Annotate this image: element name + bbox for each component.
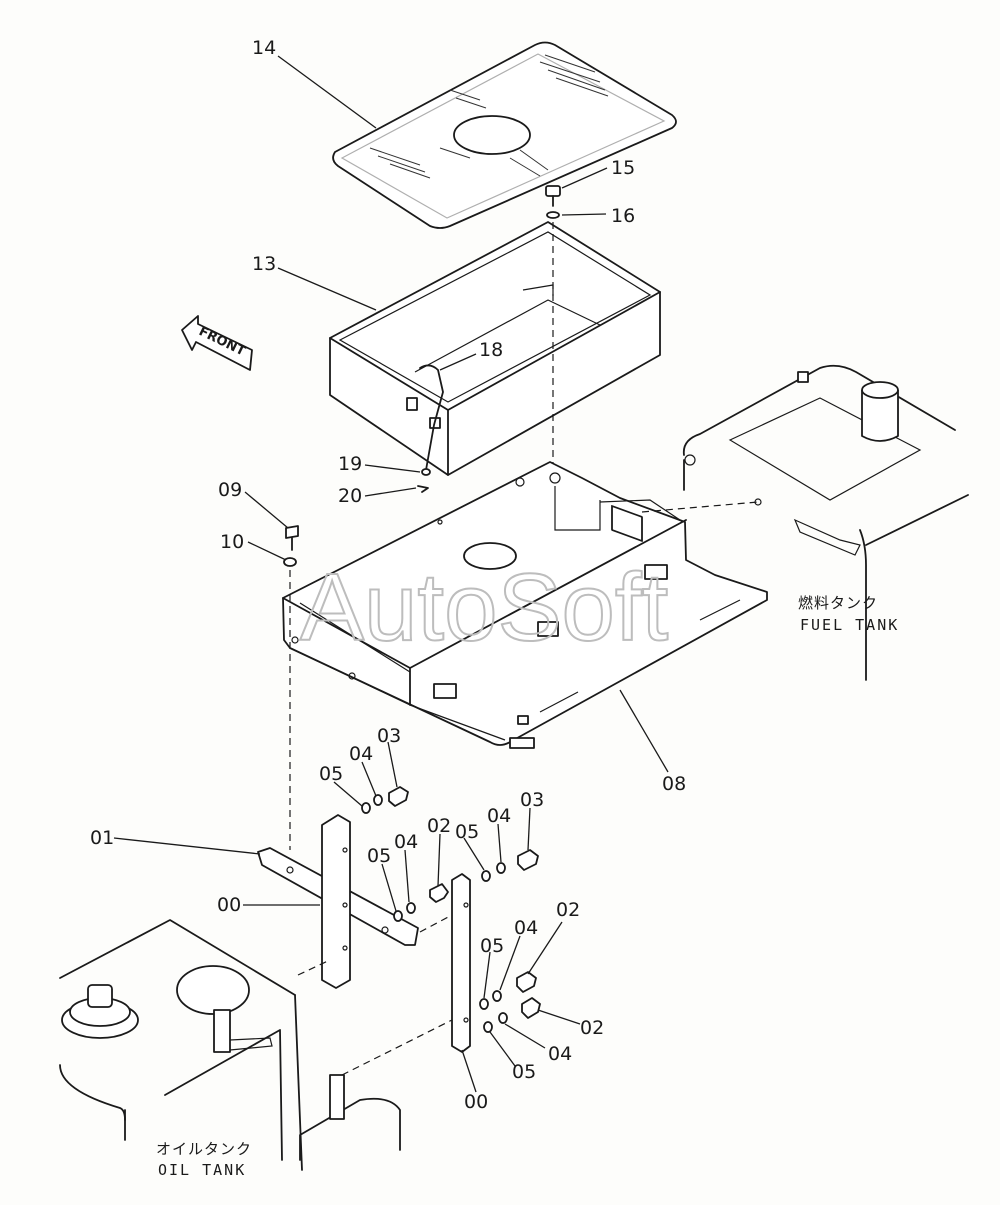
label-09: 09 — [218, 479, 242, 501]
label-10: 10 — [220, 531, 244, 553]
label-04-right-upper: 04 — [514, 917, 538, 939]
fasteners — [283, 525, 541, 1033]
label-05-mid-right: 05 — [455, 821, 479, 843]
label-20: 20 — [338, 485, 362, 507]
part-15-bolt — [545, 185, 561, 207]
label-05-right-upper: 05 — [480, 935, 504, 957]
fuel-tank — [682, 364, 969, 681]
label-04-right-lower: 04 — [548, 1043, 572, 1065]
oil-tank — [59, 919, 401, 1171]
label-03-top: 03 — [377, 725, 401, 747]
label-00-left: 00 — [217, 894, 241, 916]
label-05-mid-left: 05 — [367, 845, 391, 867]
label-01: 01 — [90, 827, 114, 849]
label-02-mid: 02 — [427, 815, 451, 837]
label-04-mid-left: 04 — [394, 831, 418, 853]
label-15: 15 — [611, 157, 635, 179]
watermark: AutoSoft — [300, 554, 668, 661]
part-18-hook — [419, 364, 444, 471]
fuel-tank-label-jp: 燃料タンク — [798, 594, 878, 612]
leader-lines — [113, 55, 669, 1093]
part-16-washer — [546, 211, 560, 219]
front-direction-arrow: FRONT — [181, 315, 253, 371]
part-08-bracket — [282, 454, 768, 749]
label-16: 16 — [611, 205, 635, 227]
label-04-mid-right: 04 — [487, 805, 511, 827]
label-18: 18 — [479, 339, 503, 361]
label-19: 19 — [338, 453, 362, 475]
label-13: 13 — [252, 253, 276, 275]
label-08: 08 — [662, 773, 686, 795]
label-05-right-lower: 05 — [512, 1061, 536, 1083]
part-00-vertical-bracket-right — [451, 873, 471, 1053]
part-20-clip — [417, 485, 429, 493]
part-14-lid-plate — [332, 41, 677, 229]
label-02-right-lower: 02 — [580, 1017, 604, 1039]
fuel-tank-label-en: FUEL TANK — [800, 616, 899, 634]
oil-tank-label-en: OIL TANK — [158, 1161, 246, 1179]
part-19-washer — [421, 468, 431, 476]
label-03-right: 03 — [520, 789, 544, 811]
label-14: 14 — [252, 37, 276, 59]
part-number-labels: 14 15 16 13 18 19 20 09 10 08 03 04 05 0… — [90, 37, 686, 1113]
label-00-right: 00 — [464, 1091, 488, 1113]
label-05-top: 05 — [319, 763, 343, 785]
label-04-top: 04 — [349, 743, 373, 765]
label-02-right-upper: 02 — [556, 899, 580, 921]
part-00-vertical-bracket-left — [321, 814, 351, 989]
oil-tank-label-jp: オイルタンク — [156, 1140, 252, 1158]
part-13-box — [329, 221, 661, 476]
